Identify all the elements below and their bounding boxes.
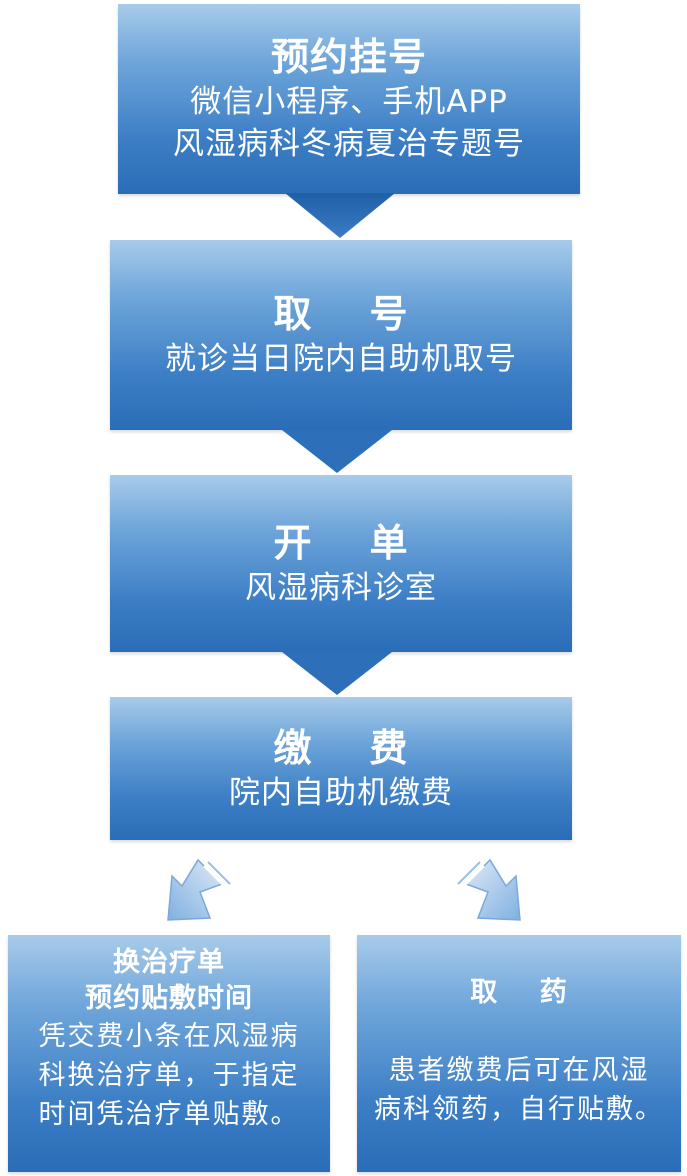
branch-line: 患者缴费后可在风湿: [388, 1055, 650, 1086]
step-line: 风湿病科诊室: [245, 569, 437, 606]
step-line: 院内自助机缴费: [229, 774, 453, 811]
step-get-number-box: 取 号 就诊当日院内自助机取号: [110, 240, 572, 430]
step-payment-box: 缴 费 院内自助机缴费: [110, 697, 572, 840]
down-arrow-icon: [285, 193, 395, 238]
branch-title: 取 药: [470, 977, 568, 1008]
branch-treatment-box: 换治疗单 预约贴敷时间 凭交费小条在风湿病 科换治疗单，于指定 时间凭治疗单贴敷…: [8, 935, 330, 1172]
branch-line: 时间凭治疗单贴敷。: [38, 1099, 300, 1130]
step-title: 开 单: [273, 520, 409, 565]
step-title: 取 号: [273, 292, 409, 336]
down-arrow-icon: [282, 430, 392, 473]
step-prescription-box: 开 单 风湿病科诊室: [110, 475, 572, 652]
step-line: 微信小程序、手机APP: [190, 84, 508, 120]
step-title: 缴 费: [273, 725, 409, 770]
step-appointment-box: 预约挂号 微信小程序、手机APP 风湿病科冬病夏治专题号: [118, 4, 580, 194]
step-title: 预约挂号: [270, 35, 427, 79]
branch-line: 科换治疗单，于指定: [38, 1060, 300, 1091]
step-line: 风湿病科冬病夏治专题号: [173, 126, 525, 162]
diagonal-arrow-left-icon: [167, 858, 231, 921]
branch-line: 凭交费小条在风湿病: [38, 1021, 300, 1052]
step-line: 就诊当日院内自助机取号: [165, 341, 517, 377]
branch-title: 换治疗单: [113, 947, 225, 978]
branch-title: 预约贴敷时间: [85, 983, 253, 1014]
down-arrow-icon: [282, 652, 392, 695]
branch-medicine-box: 取 药 患者缴费后可在风湿 病科领药，自行贴敷。: [357, 935, 681, 1172]
diagonal-arrow-right-icon: [457, 858, 521, 921]
branch-line: 病科领药，自行贴敷。: [374, 1094, 664, 1125]
